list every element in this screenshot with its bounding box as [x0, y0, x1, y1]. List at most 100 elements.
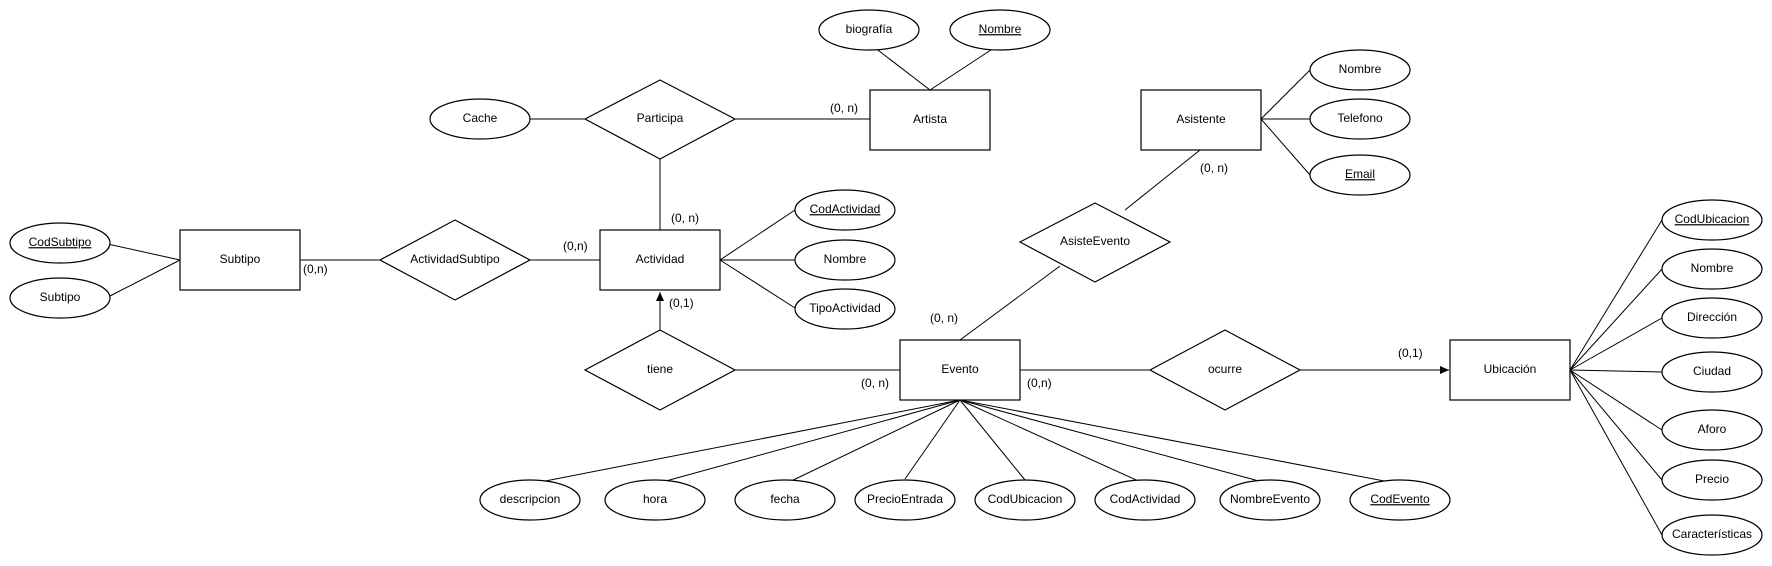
attribute-hora-label: hora: [643, 492, 667, 506]
attribute-nombreevento-label: NombreEvento: [1230, 492, 1310, 506]
connector-ubicacion-aforo: [1569, 369, 1663, 431]
connector-artista-biografia: [869, 43, 931, 91]
attribute-precio[interactable]: Precio: [1661, 459, 1763, 501]
connector-evento-nombreevento: [959, 399, 1271, 485]
attribute-codevento-label: CodEvento: [1370, 492, 1430, 506]
attribute-precio-label: Precio: [1695, 472, 1729, 486]
attribute-telefono-label: Telefono: [1337, 111, 1383, 125]
cardinality-asistente-asisteevento: (0, n): [1200, 161, 1228, 175]
relationship-actividadsubtipo[interactable]: ActividadSubtipo: [378, 219, 532, 301]
connector-evento-precioentrada: [904, 399, 961, 480]
connector-asistente-email: [1260, 118, 1311, 176]
attribute-artista-nombre[interactable]: Nombre: [949, 9, 1051, 51]
relationship-tiene[interactable]: tiene: [583, 329, 737, 411]
connector-evento-codubicacion: [959, 399, 1026, 481]
relationship-ocurre-label: ocurre: [1208, 362, 1242, 376]
relationship-asisteevento-label: AsisteEvento: [1060, 234, 1130, 248]
cardinality-subtipo-actividadsubtipo: (0,n): [303, 262, 328, 276]
attribute-nombreevento[interactable]: NombreEvento: [1219, 479, 1321, 521]
entity-ubicacion-label: Ubicación: [1484, 362, 1537, 376]
connector-actividad-tipoactividad: [719, 259, 796, 309]
entity-ubicacion[interactable]: Ubicación: [1449, 339, 1571, 401]
attribute-biografia[interactable]: biografía: [818, 9, 920, 51]
attribute-ciudad-label: Ciudad: [1693, 364, 1731, 378]
attribute-codactividad-evento[interactable]: CodActividad: [1094, 479, 1196, 521]
connector-evento-hora: [654, 399, 961, 485]
cardinality-ubicacion-ocurre: (0,1): [1398, 346, 1423, 360]
attribute-descripcion[interactable]: descripcion: [479, 479, 581, 521]
connector-subtipo-subtipo-attr: [109, 259, 181, 297]
attribute-codactividad[interactable]: CodActividad: [794, 189, 896, 231]
attribute-tipoactividad[interactable]: TipoActividad: [794, 288, 896, 330]
connector-evento-codactividad: [959, 399, 1146, 485]
connector-subtipo-codsubtipo: [102, 242, 181, 261]
relationship-asisteevento[interactable]: AsisteEvento: [1018, 202, 1172, 283]
attribute-telefono[interactable]: Telefono: [1309, 98, 1411, 140]
attribute-email-label: Email: [1345, 167, 1375, 181]
attribute-codevento[interactable]: CodEvento: [1349, 479, 1451, 521]
connector-evento-fecha: [784, 399, 961, 485]
attribute-codubicacion-evento[interactable]: CodUbicacion: [974, 479, 1076, 521]
attribute-actividad-nombre-label: Nombre: [824, 252, 867, 266]
connector-ubicacion-caracteristicas: [1569, 369, 1663, 536]
attribute-caracteristicas-label: Características: [1672, 527, 1752, 541]
attribute-cache[interactable]: Cache: [429, 98, 531, 140]
connector-evento-descripcion: [529, 399, 961, 485]
attribute-codactividad-label: CodActividad: [810, 202, 881, 216]
connector-actividad-codactividad: [719, 209, 796, 261]
attribute-caracteristicas[interactable]: Características: [1661, 514, 1763, 556]
attribute-fecha[interactable]: fecha: [734, 479, 836, 521]
connector-ubicacion-direccion: [1569, 317, 1663, 371]
attribute-ubicacion-nombre-label: Nombre: [1691, 261, 1734, 275]
attribute-ubicacion-nombre[interactable]: Nombre: [1661, 248, 1763, 290]
attribute-asistente-nombre[interactable]: Nombre: [1309, 49, 1411, 91]
attribute-email[interactable]: Email: [1309, 154, 1411, 196]
attribute-aforo[interactable]: Aforo: [1661, 409, 1763, 451]
relationship-participa-label: Participa: [637, 111, 684, 125]
attribute-codsubtipo-label: CodSubtipo: [29, 235, 92, 249]
entity-asistente-label: Asistente: [1176, 112, 1226, 126]
attribute-subtipo-label: Subtipo: [40, 290, 81, 304]
entity-actividad[interactable]: Actividad: [599, 229, 721, 291]
attribute-cache-label: Cache: [463, 111, 498, 125]
attribute-ciudad[interactable]: Ciudad: [1661, 351, 1763, 393]
connector-ubicacion-nombre: [1569, 268, 1663, 371]
attribute-artista-nombre-label: Nombre: [979, 22, 1022, 36]
connectors: [102, 43, 1663, 536]
connector-ubicacion-ciudad: [1569, 369, 1663, 373]
connector-artista-nombre: [929, 43, 1001, 91]
entity-evento[interactable]: Evento: [899, 339, 1021, 401]
attribute-codubicacion-evento-label: CodUbicacion: [988, 492, 1063, 506]
connector-evento-asisteevento: [959, 265, 1061, 341]
entity-subtipo[interactable]: Subtipo: [179, 229, 301, 291]
connector-evento-codevento: [959, 399, 1401, 485]
attribute-descripcion-label: descripcion: [500, 492, 561, 506]
attribute-subtipo[interactable]: Subtipo: [9, 277, 111, 319]
attribute-precioentrada[interactable]: PrecioEntrada: [854, 479, 956, 521]
relationship-ocurre[interactable]: ocurre: [1148, 329, 1302, 411]
entity-actividad-label: Actividad: [636, 252, 685, 266]
cardinalities: (0,n) (0,n) (0, n) (0, n) (0,1) (0, n) (…: [303, 101, 1423, 390]
entity-subtipo-label: Subtipo: [220, 252, 261, 266]
cardinality-evento-tiene: (0, n): [861, 376, 889, 390]
connector-asistente-nombre: [1260, 69, 1311, 120]
attribute-direccion[interactable]: Dirección: [1661, 297, 1763, 339]
entity-artista[interactable]: Artista: [869, 89, 991, 151]
attribute-codactividad-evento-label: CodActividad: [1110, 492, 1181, 506]
cardinality-evento-asisteevento: (0, n): [930, 311, 958, 325]
cardinality-evento-ocurre: (0,n): [1027, 376, 1052, 390]
relationship-participa[interactable]: Participa: [583, 79, 737, 160]
attribute-biografia-label: biografía: [846, 22, 893, 36]
cardinality-actividad-actividadsubtipo: (0,n): [563, 239, 588, 253]
attribute-fecha-label: fecha: [770, 492, 800, 506]
attribute-direccion-label: Dirección: [1687, 310, 1737, 324]
attribute-actividad-nombre[interactable]: Nombre: [794, 239, 896, 281]
connector-ubicacion-precio: [1569, 369, 1663, 481]
relationship-tiene-label: tiene: [647, 362, 673, 376]
attribute-hora[interactable]: hora: [604, 479, 706, 521]
entity-asistente[interactable]: Asistente: [1140, 89, 1262, 151]
attribute-codubicacion-ubicacion[interactable]: CodUbicacion: [1661, 199, 1763, 241]
attribute-aforo-label: Aforo: [1698, 422, 1727, 436]
attribute-codsubtipo[interactable]: CodSubtipo: [9, 222, 111, 264]
